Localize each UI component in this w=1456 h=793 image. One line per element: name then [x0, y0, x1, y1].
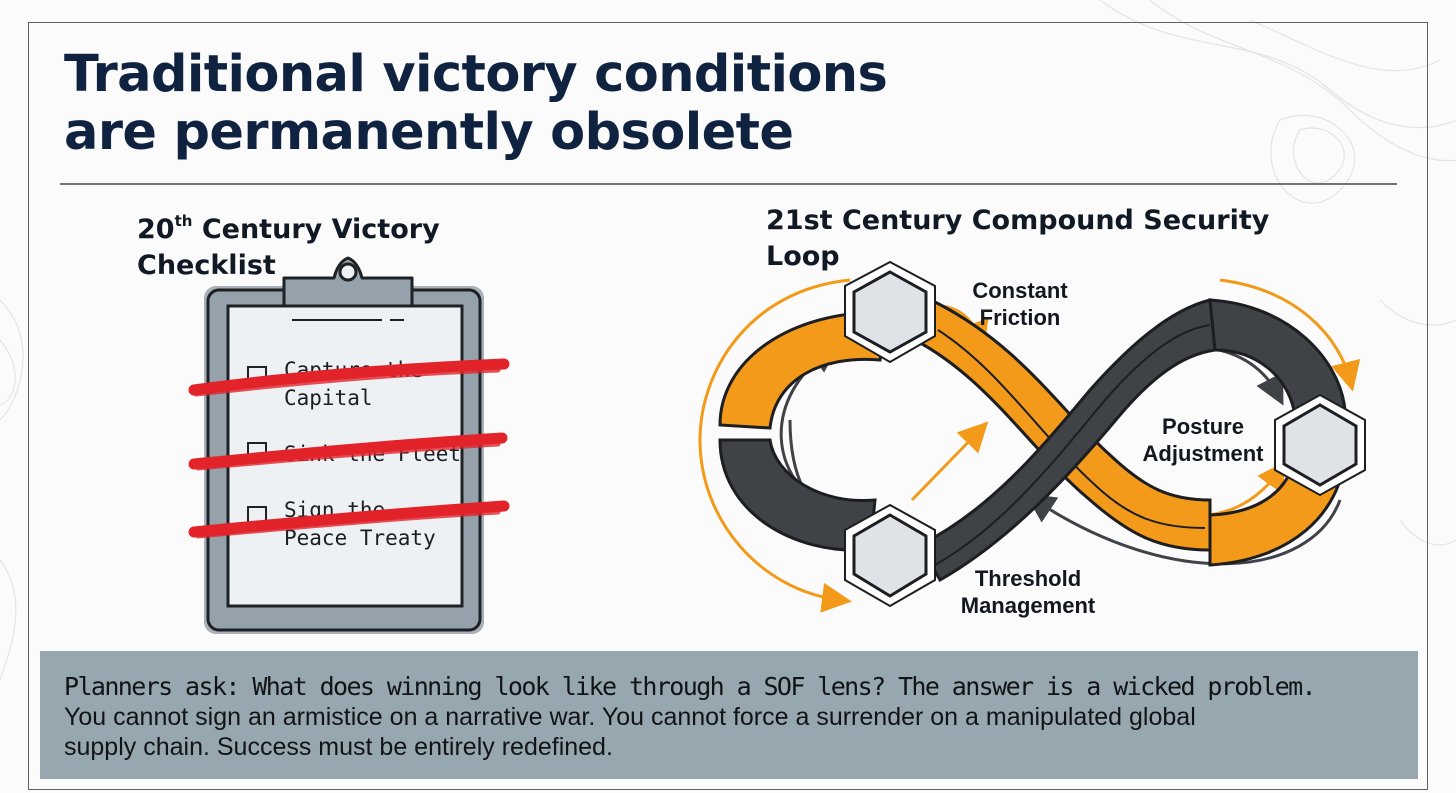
- node-label-line: Management: [948, 592, 1108, 619]
- checklist-item-line: Capture the: [284, 358, 423, 382]
- footer-line-1: Planners ask: What does winning look lik…: [64, 672, 1394, 702]
- title-line-2: are permanently obsolete: [64, 104, 887, 162]
- title-divider: [60, 183, 1397, 185]
- node-label-line: Friction: [950, 304, 1090, 331]
- checklist-item-line: Sign the: [284, 498, 385, 522]
- footer-line-3: supply chain. Success must be entirely r…: [64, 732, 1394, 762]
- node-label-constant-friction: Constant Friction: [950, 277, 1090, 331]
- node-label-threshold-management: Threshold Management: [948, 565, 1108, 619]
- left-heading-ordinal: th: [175, 212, 193, 230]
- slide-title: Traditional victory conditions are perma…: [64, 46, 887, 162]
- left-heading-number: 20: [137, 214, 175, 245]
- node-label-posture-adjustment: Posture Adjustment: [1128, 413, 1278, 467]
- footer-line-3a: supply chain.: [64, 733, 217, 761]
- checkbox-capture-capital: [247, 366, 267, 384]
- node-label-line: Posture: [1128, 413, 1278, 440]
- flow-arrow: [912, 430, 980, 500]
- checklist-item-sign-treaty: Sign the Peace Treaty: [284, 496, 436, 552]
- checklist-item-capture-capital: Capture the Capital: [284, 356, 423, 412]
- checkbox-sign-treaty: [247, 506, 267, 524]
- checkbox-sink-fleet: [247, 442, 267, 460]
- node-label-line: Constant: [950, 277, 1090, 304]
- title-line-1: Traditional victory conditions: [64, 46, 887, 104]
- footer-text: Planners ask: What does winning look lik…: [64, 672, 1394, 762]
- checklist-item-sink-fleet: Sink the Fleet: [284, 440, 461, 468]
- footer-line-2: You cannot sign an armistice on a narrat…: [64, 702, 1394, 732]
- checklist-item-line: Sink the Fleet: [284, 442, 461, 466]
- checklist-item-line: Capital: [284, 386, 373, 410]
- checklist-item-line: Peace Treaty: [284, 526, 436, 550]
- footer-line-3b: Success must be entirely redefined.: [217, 733, 613, 761]
- node-label-line: Threshold: [948, 565, 1108, 592]
- node-label-line: Adjustment: [1128, 440, 1278, 467]
